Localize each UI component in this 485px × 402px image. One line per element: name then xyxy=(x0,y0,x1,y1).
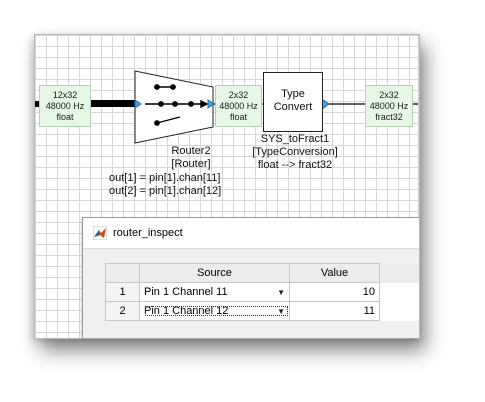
column-source[interactable]: Source xyxy=(139,263,290,283)
type-convert-block[interactable]: Type Convert xyxy=(263,72,323,132)
table-row: 2 Pin 1 Channel 12 ▼ 11 xyxy=(105,301,419,321)
chevron-down-icon[interactable]: ▼ xyxy=(277,287,285,297)
router-name: Router2 xyxy=(171,145,211,157)
header-corner xyxy=(105,263,140,283)
router-out-signal-box[interactable]: 2x32 48000 Hz float xyxy=(215,85,262,127)
row-index: 2 xyxy=(105,301,140,321)
router-out-signal-rate: 48000 Hz xyxy=(219,101,258,111)
router-out-signal-type: float xyxy=(229,112,247,122)
type-block-type: [TypeConversion] xyxy=(252,146,338,158)
header-spacer xyxy=(379,263,419,283)
input-signal-box[interactable]: 12x32 48000 Hz float xyxy=(39,85,91,127)
column-value[interactable]: Value xyxy=(289,263,380,283)
wire-left-stub xyxy=(35,101,40,107)
type-block-desc: float --> fract32 xyxy=(257,159,333,171)
source-value: Pin 1 Channel 11 xyxy=(144,286,228,298)
router-in-port xyxy=(134,99,142,109)
input-signal-size: 12x32 xyxy=(52,90,78,100)
wire-thick xyxy=(91,100,135,107)
router-out-signal-size: 2x32 xyxy=(228,90,249,100)
row-spacer xyxy=(379,301,419,321)
table-header: Source Value xyxy=(105,263,419,283)
type-convert-text2: Convert xyxy=(273,101,313,113)
output-signal-box[interactable]: 2x32 48000 Hz fract32 xyxy=(365,85,413,127)
output-signal-size: 2x32 xyxy=(379,90,399,100)
input-signal-rate: 48000 Hz xyxy=(45,101,85,111)
canvas-frame: 12x32 48000 Hz float 2x32 48000 Hz float… xyxy=(34,34,420,339)
router-out-port xyxy=(207,99,215,109)
output-signal-rate: 48000 Hz xyxy=(369,101,409,111)
router-map-2: out[2] = pin[1].chan[12] xyxy=(109,185,222,197)
type-convert-text1: Type xyxy=(281,88,305,100)
window-title: router_inspect xyxy=(113,227,183,239)
frame-edge xyxy=(418,35,419,338)
chevron-down-icon[interactable]: ▼ xyxy=(277,306,285,316)
input-signal-type: float xyxy=(56,112,74,122)
type-out-port xyxy=(321,98,330,110)
router-map-1: out[1] = pin[1].chan[11] xyxy=(109,172,221,184)
source-value: Pin 1 Channel 12 xyxy=(144,305,229,317)
source-dropdown[interactable]: Pin 1 Channel 11 ▼ xyxy=(139,282,290,302)
router-shape[interactable] xyxy=(134,70,214,144)
matlab-icon xyxy=(93,226,107,240)
window-titlebar[interactable]: router_inspect xyxy=(83,218,419,249)
output-signal-type: fract32 xyxy=(375,112,403,122)
type-caption: SYS_toFract1 [TypeConversion] float --> … xyxy=(239,133,351,172)
router-inspect-window: router_inspect Source Value 1 Pin 1 Chan… xyxy=(82,217,419,338)
row-spacer xyxy=(379,282,419,302)
router-mapping: out[1] = pin[1].chan[11] out[2] = pin[1]… xyxy=(109,172,269,198)
inspector-table: Source Value 1 Pin 1 Channel 11 ▼ 10 2 P… xyxy=(105,263,419,321)
type-block-name: SYS_toFract1 xyxy=(260,133,330,145)
row-index: 1 xyxy=(105,282,140,302)
router-type: [Router] xyxy=(171,158,211,170)
router-caption: Router2 [Router] xyxy=(121,145,261,171)
router-internal xyxy=(145,84,209,126)
value-cell[interactable]: 10 xyxy=(289,282,380,302)
value-cell[interactable]: 11 xyxy=(289,301,380,321)
source-dropdown[interactable]: Pin 1 Channel 12 ▼ xyxy=(139,301,290,321)
diagram-svg xyxy=(35,70,419,144)
table-row: 1 Pin 1 Channel 11 ▼ 10 xyxy=(105,282,419,302)
